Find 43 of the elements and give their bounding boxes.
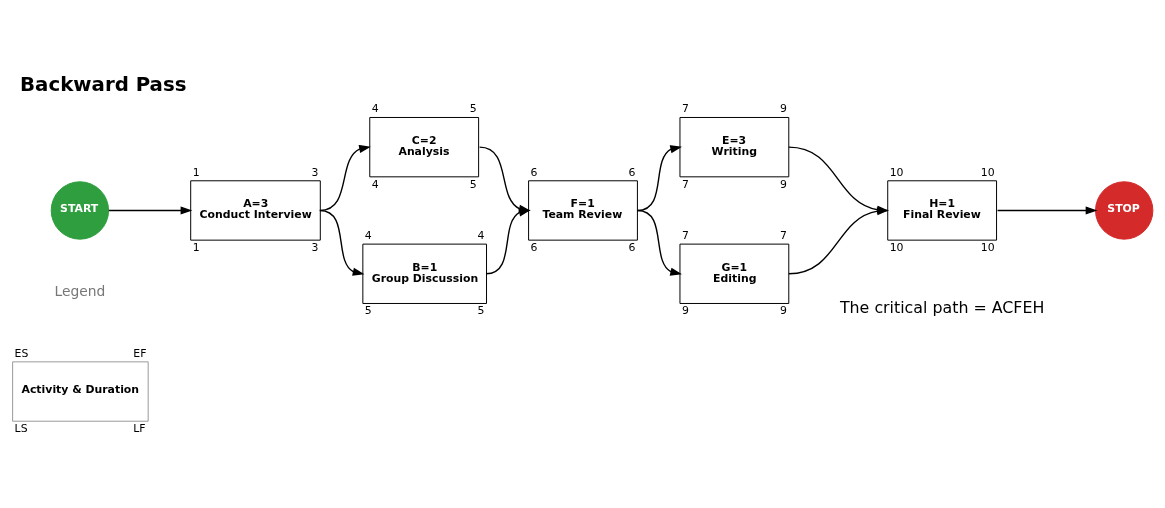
node-label: 9 bbox=[779, 177, 787, 191]
node-label: 1 bbox=[192, 240, 200, 254]
arrow bbox=[636, 209, 682, 276]
node-label: 10 bbox=[980, 240, 995, 254]
node-label: EF bbox=[133, 346, 147, 360]
node-label: 5 bbox=[364, 303, 372, 317]
arrow bbox=[319, 144, 371, 211]
arrow bbox=[996, 205, 1098, 215]
node-label: 7 bbox=[681, 101, 689, 115]
node-label: 7 bbox=[779, 228, 787, 242]
arrow bbox=[108, 205, 193, 215]
arrow bbox=[485, 208, 531, 274]
node-label: 3 bbox=[311, 165, 319, 179]
node-label: 10 bbox=[980, 165, 995, 179]
node-label: LF bbox=[133, 421, 146, 435]
node-label: 7 bbox=[681, 177, 689, 191]
node-label: 1 bbox=[192, 165, 200, 179]
node-label: 4 bbox=[371, 177, 379, 191]
node-label: 4 bbox=[371, 101, 379, 115]
node-label: 4 bbox=[364, 228, 372, 242]
node-circle: START bbox=[50, 180, 110, 240]
node-label: 9 bbox=[681, 303, 689, 317]
node-label: 5 bbox=[469, 177, 477, 191]
node-label: 4 bbox=[477, 228, 485, 242]
node-label: 10 bbox=[889, 165, 904, 179]
arrow bbox=[319, 209, 365, 276]
node-label: 6 bbox=[530, 165, 538, 179]
node-label: 5 bbox=[477, 303, 485, 317]
node-label: 6 bbox=[530, 240, 538, 254]
node-label: LS bbox=[14, 421, 28, 435]
node-label: 9 bbox=[779, 101, 787, 115]
node-label: 6 bbox=[628, 240, 636, 254]
node-circle: STOP bbox=[1095, 180, 1154, 240]
node-label: 10 bbox=[889, 240, 904, 254]
node-label: 7 bbox=[681, 228, 689, 242]
label: Legend bbox=[54, 282, 106, 299]
node-label: 9 bbox=[779, 303, 787, 317]
diagram-title: Backward Pass bbox=[20, 72, 187, 96]
node-label: 3 bbox=[311, 240, 319, 254]
label: The critical path = ACFEH bbox=[839, 297, 1045, 317]
node-label: ES bbox=[14, 346, 29, 360]
node-label: 5 bbox=[469, 101, 477, 115]
node-label: 6 bbox=[628, 165, 636, 179]
